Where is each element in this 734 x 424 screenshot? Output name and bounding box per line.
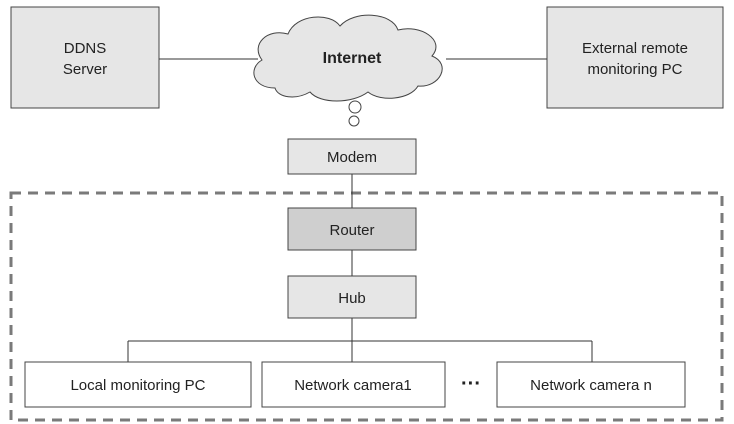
cloud-tail-circle-large [348,100,362,114]
camera-n-node: Network camera n [496,361,686,408]
camera-n-label: Network camera n [530,377,652,394]
router-node: Router [287,207,417,251]
internet-label: Internet [323,50,382,67]
external-pc-label-line2: monitoring PC [587,61,682,78]
ddns-server-node: DDNS Server [10,6,160,109]
camera1-label: Network camera1 [294,377,412,394]
external-pc-label-line1: External remote [582,40,688,57]
ellipsis-indicator: ··· [461,373,481,395]
ddns-server-label-line1: DDNS [64,40,107,57]
external-pc-node: External remote monitoring PC [546,6,724,109]
router-label: Router [329,222,374,239]
internet-cloud-node: Internet [253,14,443,127]
local-pc-label: Local monitoring PC [70,377,205,394]
local-pc-node: Local monitoring PC [24,361,252,408]
cloud-tail-circle-small [348,115,360,127]
modem-node: Modem [287,138,417,175]
camera1-node: Network camera1 [261,361,446,408]
local-network-boundary [9,191,724,422]
modem-label: Modem [327,149,377,166]
hub-label: Hub [338,290,366,307]
ddns-server-label-line2: Server [63,61,107,78]
hub-node: Hub [287,275,417,319]
cloud-icon [253,14,443,102]
